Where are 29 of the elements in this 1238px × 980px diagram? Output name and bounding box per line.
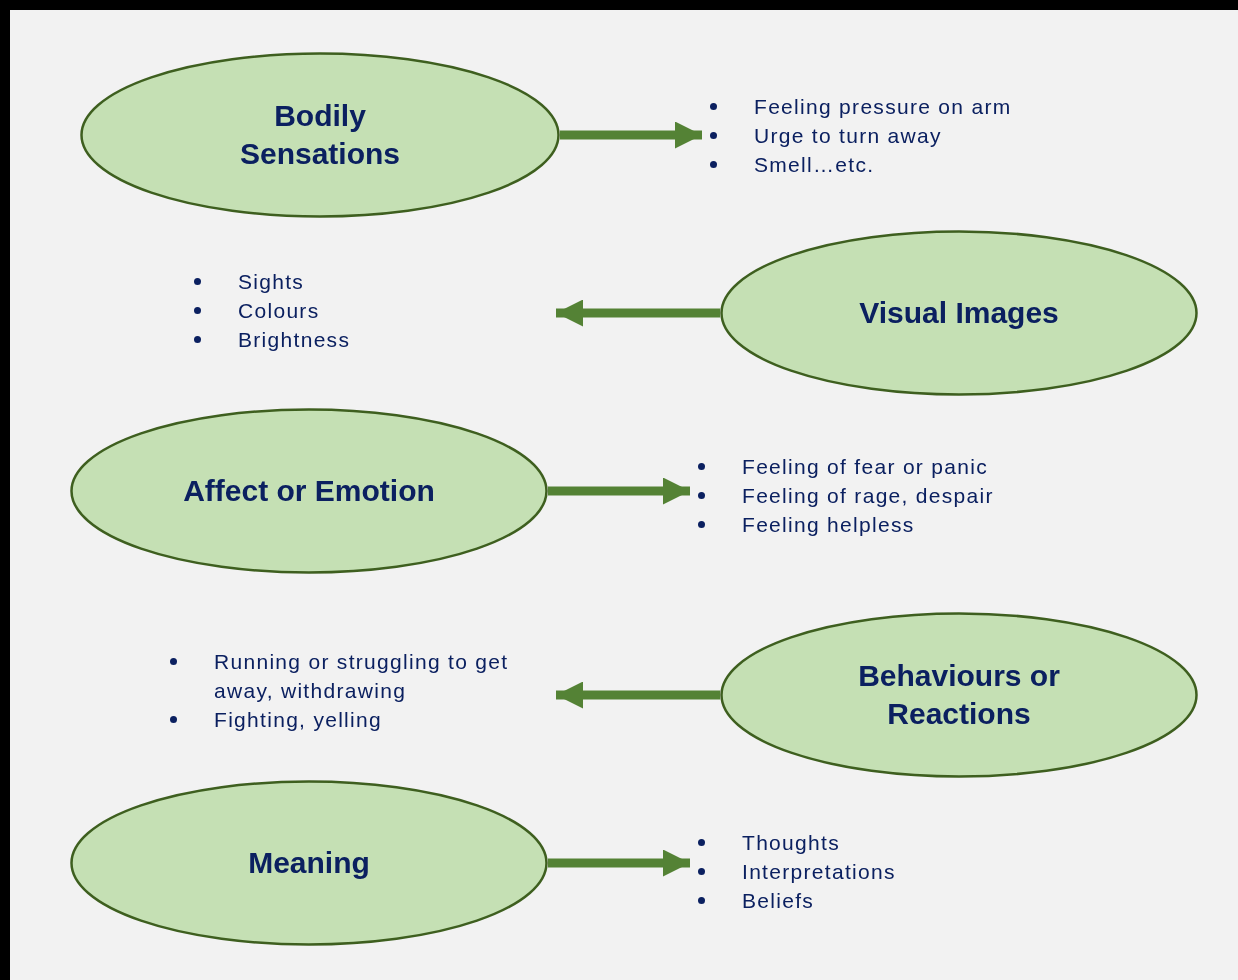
arrow	[548, 849, 690, 877]
bullet-item: Feeling of fear or panic	[690, 451, 1090, 481]
bullet-item: Fighting, yelling	[162, 704, 556, 734]
bullet-item: Smell…etc.	[702, 149, 1102, 179]
bullet-item: Running or struggling to get away, withdrawing	[162, 646, 556, 705]
bullet-item: Thoughts	[690, 827, 1090, 857]
bullet-item: Feeling helpless	[690, 509, 1090, 539]
ellipse-node	[720, 230, 1198, 396]
bullet-item: Feeling pressure on arm	[702, 91, 1102, 121]
bullet-item: Interpretations	[690, 856, 1090, 886]
arrow	[560, 121, 702, 149]
arrow	[548, 477, 690, 505]
bullet-item: Urge to turn away	[702, 120, 1102, 150]
bullet-item: Colours	[186, 295, 556, 325]
ellipse-node	[80, 52, 560, 218]
bullet-item: Feeling of rage, despair	[690, 480, 1090, 510]
node-title: Bodily Sensations	[238, 98, 402, 172]
node-title: Visual Images	[859, 295, 1059, 331]
ellipse-node	[70, 780, 548, 946]
node-title: Behaviours or Reactions	[857, 658, 1061, 732]
arrow	[556, 681, 720, 709]
bullet-item: Beliefs	[690, 885, 1090, 915]
ellipse-node	[720, 612, 1198, 778]
bullet-item: Brightness	[186, 324, 556, 354]
node-title: Meaning	[248, 845, 370, 881]
arrow	[556, 299, 720, 327]
bullet-item: Sights	[186, 266, 556, 296]
ellipse-node	[70, 408, 548, 574]
node-title: Affect or Emotion	[183, 473, 435, 509]
